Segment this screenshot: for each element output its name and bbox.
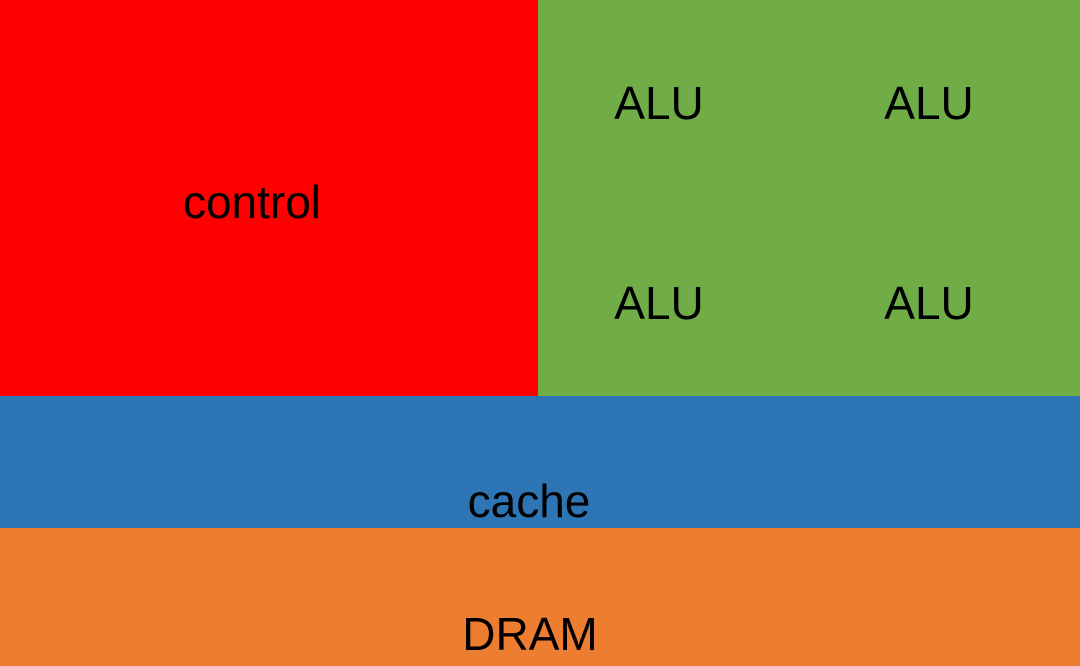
alu-label-2: ALU	[884, 77, 974, 129]
alu-block	[538, 0, 1080, 396]
alu-label-4: ALU	[884, 277, 974, 329]
cache-label: cache	[467, 475, 591, 527]
cache-band	[0, 396, 1080, 528]
control-label: control	[182, 176, 322, 228]
control-block	[0, 0, 538, 396]
dram-band	[0, 528, 1080, 666]
dram-label: DRAM	[462, 608, 598, 660]
alu-label-1: ALU	[614, 77, 704, 129]
alu-label-3: ALU	[614, 277, 704, 329]
